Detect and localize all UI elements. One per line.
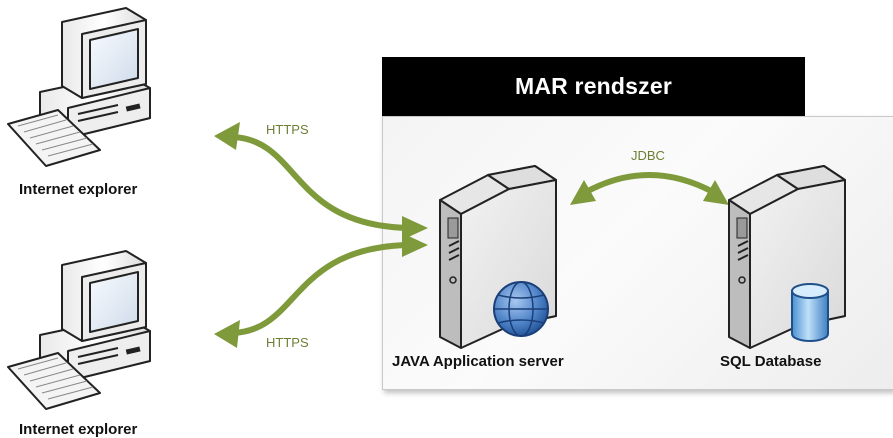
https-label-bottom: HTTPS <box>266 335 309 350</box>
client-computer-icon <box>7 7 151 167</box>
globe-icon <box>493 281 549 337</box>
db-server-label: SQL Database <box>720 353 822 370</box>
https-connection-top-arrow <box>214 122 428 240</box>
system-header: MAR rendszer <box>382 57 805 116</box>
app-server-label: JAVA Application server <box>392 353 564 370</box>
system-title: MAR rendszer <box>514 73 673 99</box>
client-label-bottom: Internet explorer <box>19 421 138 438</box>
jdbc-label: JDBC <box>631 148 665 163</box>
https-label-top: HTTPS <box>266 122 309 137</box>
database-cylinder-icon <box>791 283 829 342</box>
client-label-top: Internet explorer <box>19 181 138 198</box>
https-connection-bottom-arrow <box>214 233 428 348</box>
client-computer-icon <box>7 250 151 410</box>
jdbc-connection-arrow <box>570 172 729 205</box>
